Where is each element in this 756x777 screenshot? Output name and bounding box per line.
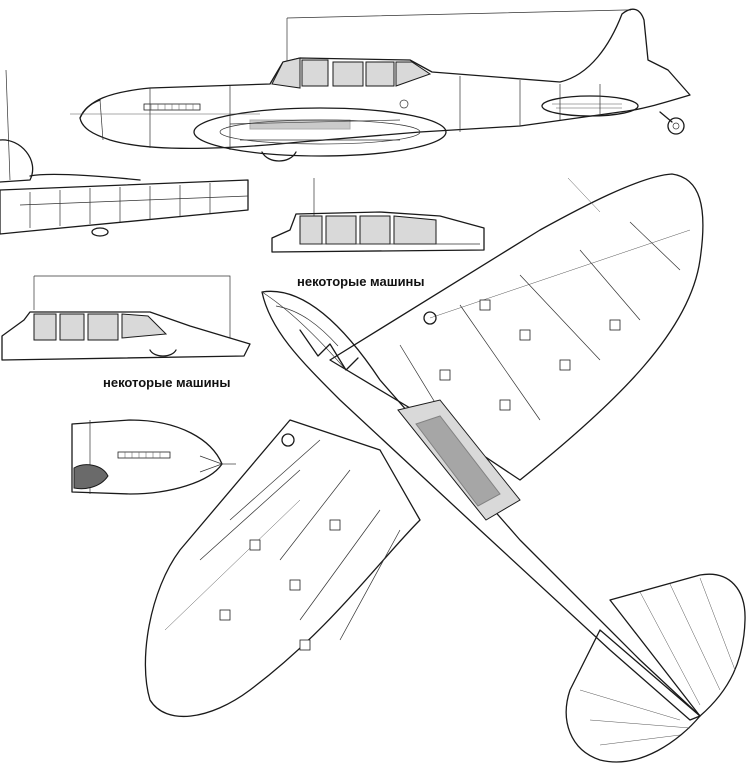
caption-some-machines-upper: некоторые машины (297, 274, 425, 289)
nose-detail (71, 419, 236, 495)
side-view (70, 8, 691, 162)
plan-view (144, 173, 746, 763)
caption-some-machines-lower: некоторые машины (103, 375, 231, 390)
canopy-variant-1 (271, 178, 485, 253)
front-partial-view (0, 69, 249, 237)
canopy-variant-2 (1, 275, 251, 361)
exhaust-stacks (143, 103, 201, 111)
